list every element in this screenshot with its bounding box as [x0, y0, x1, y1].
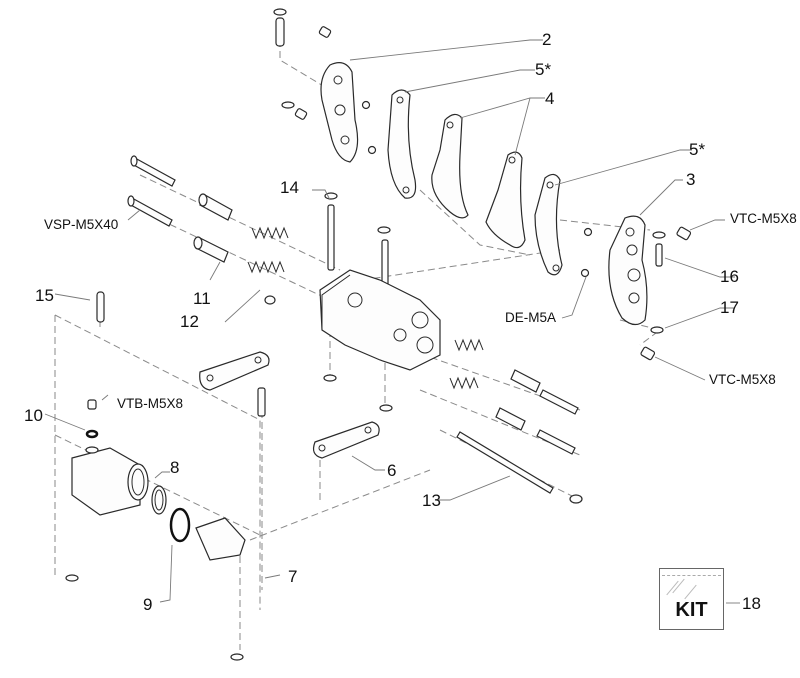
main-body [319, 269, 441, 371]
long-screws [127, 155, 579, 455]
part-14-pin [327, 204, 335, 271]
callout-vtc-m5x8-bottom: VTC-M5X8 [709, 372, 776, 387]
callout-6: 6 [387, 461, 397, 480]
callout-3: 3 [686, 170, 696, 189]
callout-5-star-right: 5* [689, 140, 706, 159]
callout-8: 8 [170, 458, 180, 477]
callout-vtb-m5x8: VTB-M5X8 [117, 396, 184, 411]
cylinder-assembly [65, 399, 246, 661]
callout-16: 16 [720, 267, 739, 286]
part-4-blade-2 [485, 151, 526, 249]
callout-12: 12 [180, 312, 199, 331]
kit-label: KIT [675, 599, 708, 621]
callout-15: 15 [35, 286, 54, 305]
callout-de-m5a: DE-M5A [505, 310, 557, 325]
part-3-bracket [608, 215, 648, 326]
part-5-shim-2 [534, 173, 563, 276]
callout-4: 4 [545, 89, 555, 108]
kit-bag-glare [684, 584, 697, 600]
part-2-bracket [320, 62, 359, 163]
part-5-shim [387, 89, 417, 199]
part-12-springs [247, 226, 484, 390]
top-fasteners [273, 8, 332, 120]
callout-7: 7 [288, 567, 298, 586]
part-4-blade [431, 113, 469, 219]
callout-17: 17 [720, 298, 739, 317]
part-6-plate-lower [312, 421, 380, 459]
part-15-pin [96, 291, 105, 323]
callout-9: 9 [143, 595, 153, 614]
callout-vtc-m5x8-top: VTC-M5X8 [730, 211, 797, 226]
callout-vsp-m5x40: VSP-M5X40 [44, 217, 119, 232]
callout-2: 2 [542, 30, 552, 49]
part-6-plate-upper [199, 351, 270, 391]
kit-bag-seal [662, 575, 721, 576]
callout-14: 14 [280, 178, 299, 197]
kit-bag: KIT [659, 568, 724, 630]
callout-11: 11 [193, 289, 211, 308]
callout-18: 18 [742, 594, 761, 613]
callout-5-star-top: 5* [535, 60, 552, 79]
part-13-rod [456, 431, 554, 494]
leader-lines [44, 39, 740, 604]
callout-13: 13 [422, 491, 441, 510]
callout-10: 10 [24, 406, 43, 425]
